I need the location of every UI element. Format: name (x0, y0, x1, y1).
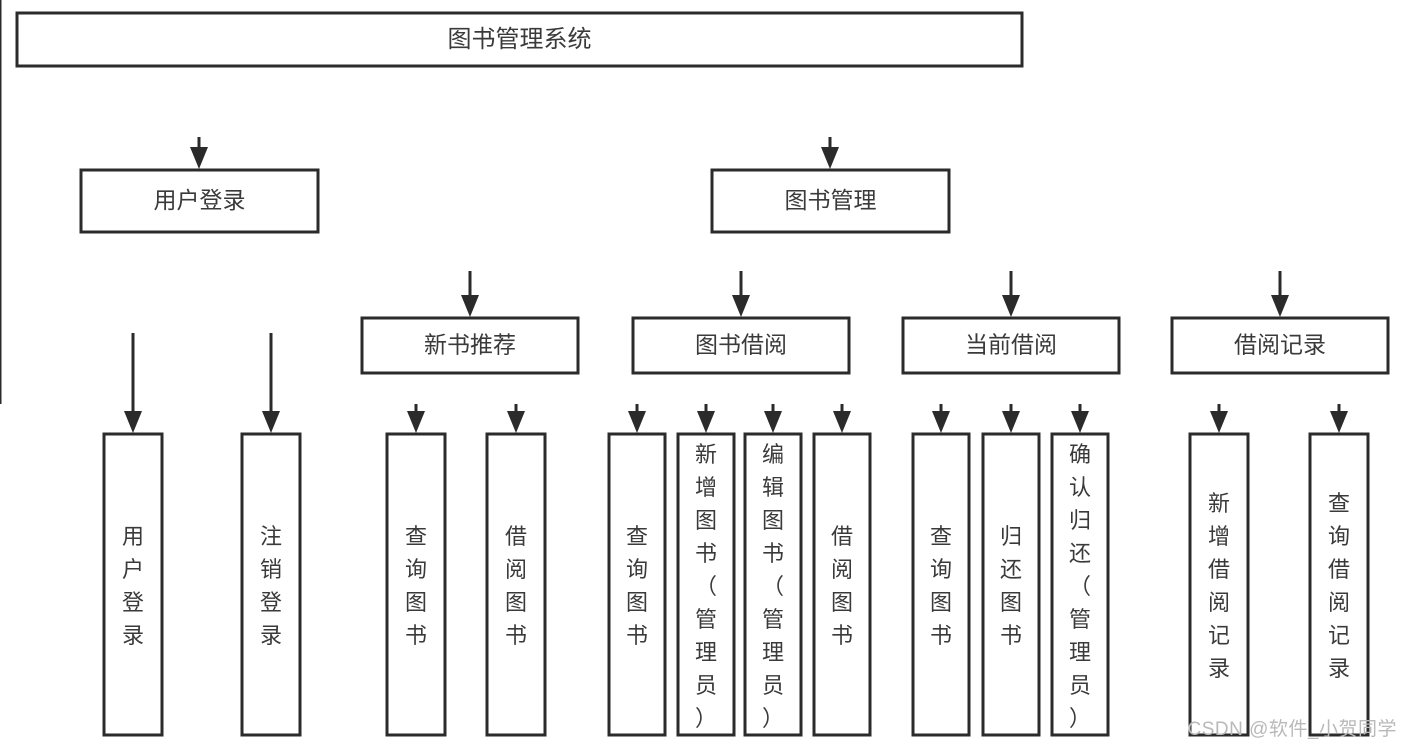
node-box-leaf-query-book-current[interactable] (911, 432, 971, 737)
node-box-leaf-add-borrow-record[interactable] (1188, 432, 1250, 737)
arrow-head-icon-recommend-0 (407, 411, 425, 433)
node-label-root: 图书管理系统 (448, 26, 592, 53)
node-label-leaf-return-book: 归还图书 (1000, 524, 1022, 648)
node-leaf-query-book-current[interactable]: 查询图书 (911, 432, 971, 737)
arrow-head-icon-record-0 (1210, 411, 1228, 433)
node-leaf-borrow-book[interactable]: 借阅图书 (812, 432, 872, 737)
node-box-leaf-edit-book-admin[interactable] (743, 432, 803, 737)
node-label-leaf-edit-book-admin: 编辑图书（管理员） (762, 442, 784, 731)
node-box-leaf-logout[interactable] (240, 432, 302, 737)
node-label-leaf-query-book-recommend: 查询图书 (405, 524, 427, 648)
node-leaf-query-book-recommend[interactable]: 查询图书 (385, 432, 447, 737)
node-box-leaf-borrow-book[interactable] (812, 432, 872, 737)
node-box-leaf-query-book-borrow[interactable] (607, 432, 667, 737)
node-book-borrow[interactable]: 图书借阅 (631, 316, 851, 375)
node-leaf-query-borrow-record[interactable]: 查询借阅记录 (1308, 432, 1370, 737)
arrow-head-icon-root-1 (821, 147, 839, 169)
node-user-login[interactable]: 用户登录 (79, 168, 320, 234)
arrow-head-icon-record-1 (1330, 411, 1348, 433)
node-label-user-login: 用户登录 (154, 187, 246, 213)
arrow-head-icon-borrow-1 (697, 411, 715, 433)
arrow-head-icon-root-0 (190, 147, 208, 169)
node-leaf-query-book-borrow[interactable]: 查询图书 (607, 432, 667, 737)
node-root[interactable]: 图书管理系统 (15, 11, 1024, 68)
node-leaf-return-book[interactable]: 归还图书 (981, 432, 1041, 737)
node-label-leaf-user-login: 用户登录 (122, 524, 144, 648)
arrow-head-icon-current-0 (932, 411, 950, 433)
node-box-current-borrow[interactable] (901, 316, 1121, 375)
node-label-new-book-recommend: 新书推荐 (424, 332, 516, 358)
arrow-head-icon-recommend-1 (507, 411, 525, 433)
node-leaf-confirm-return-admin[interactable]: 确认归还（管理员） (1050, 432, 1110, 737)
node-box-root[interactable] (15, 11, 1024, 68)
node-box-borrow-record[interactable] (1170, 316, 1390, 375)
arrow-head-icon-borrow-0 (628, 411, 646, 433)
node-box-leaf-query-borrow-record[interactable] (1308, 432, 1370, 737)
arrow-head-icon-book-manage-1 (732, 295, 750, 317)
node-label-borrow-record: 借阅记录 (1234, 332, 1326, 358)
node-book-manage[interactable]: 图书管理 (710, 168, 951, 234)
arrow-head-icon-user-login-0 (124, 411, 142, 433)
arrow-head-icon-borrow-3 (833, 411, 851, 433)
node-leaf-logout[interactable]: 注销登录 (240, 432, 302, 737)
connectors-layer (0, 0, 1348, 433)
node-new-book-recommend[interactable]: 新书推荐 (360, 316, 580, 375)
node-label-leaf-borrow-book: 借阅图书 (831, 524, 853, 648)
arrow-head-icon-book-manage-3 (1271, 295, 1289, 317)
nodes-layer: 图书管理系统用户登录图书管理新书推荐图书借阅当前借阅借阅记录用户登录注销登录查询… (15, 11, 1390, 737)
node-label-leaf-confirm-return-admin: 确认归还（管理员） (1069, 442, 1091, 731)
node-leaf-add-borrow-record[interactable]: 新增借阅记录 (1188, 432, 1250, 737)
node-box-book-manage[interactable] (710, 168, 951, 234)
node-box-leaf-query-book-recommend[interactable] (385, 432, 447, 737)
node-box-leaf-borrow-book-recommend[interactable] (485, 432, 547, 737)
node-box-leaf-return-book[interactable] (981, 432, 1041, 737)
node-box-new-book-recommend[interactable] (360, 316, 580, 375)
node-box-leaf-add-book-admin[interactable] (676, 432, 736, 737)
node-box-leaf-user-login[interactable] (102, 432, 164, 737)
node-label-leaf-query-book-current: 查询图书 (930, 524, 952, 648)
node-box-user-login[interactable] (79, 168, 320, 234)
arrow-head-icon-current-2 (1071, 411, 1089, 433)
node-leaf-user-login[interactable]: 用户登录 (102, 432, 164, 737)
node-label-book-borrow: 图书借阅 (695, 332, 787, 358)
node-leaf-add-book-admin[interactable]: 新增图书（管理员） (676, 432, 736, 737)
node-label-leaf-add-borrow-record: 新增借阅记录 (1208, 491, 1230, 681)
node-borrow-record[interactable]: 借阅记录 (1170, 316, 1390, 375)
arrow-head-icon-book-manage-2 (1002, 295, 1020, 317)
arrow-head-icon-borrow-2 (764, 411, 782, 433)
node-leaf-borrow-book-recommend[interactable]: 借阅图书 (485, 432, 547, 737)
node-box-leaf-confirm-return-admin[interactable] (1050, 432, 1110, 737)
arrow-head-icon-user-login-1 (262, 411, 280, 433)
node-label-current-borrow: 当前借阅 (965, 332, 1057, 358)
node-label-leaf-query-book-borrow: 查询图书 (626, 524, 648, 648)
node-leaf-edit-book-admin[interactable]: 编辑图书（管理员） (743, 432, 803, 737)
node-label-leaf-logout: 注销登录 (260, 524, 282, 648)
node-label-leaf-add-book-admin: 新增图书（管理员） (695, 442, 717, 731)
arrow-head-icon-book-manage-0 (461, 295, 479, 317)
node-label-book-manage: 图书管理 (785, 187, 877, 213)
arrow-head-icon-current-1 (1002, 411, 1020, 433)
node-label-leaf-borrow-book-recommend: 借阅图书 (505, 524, 527, 648)
node-current-borrow[interactable]: 当前借阅 (901, 316, 1121, 375)
node-label-leaf-query-borrow-record: 查询借阅记录 (1328, 491, 1350, 681)
node-box-book-borrow[interactable] (631, 316, 851, 375)
